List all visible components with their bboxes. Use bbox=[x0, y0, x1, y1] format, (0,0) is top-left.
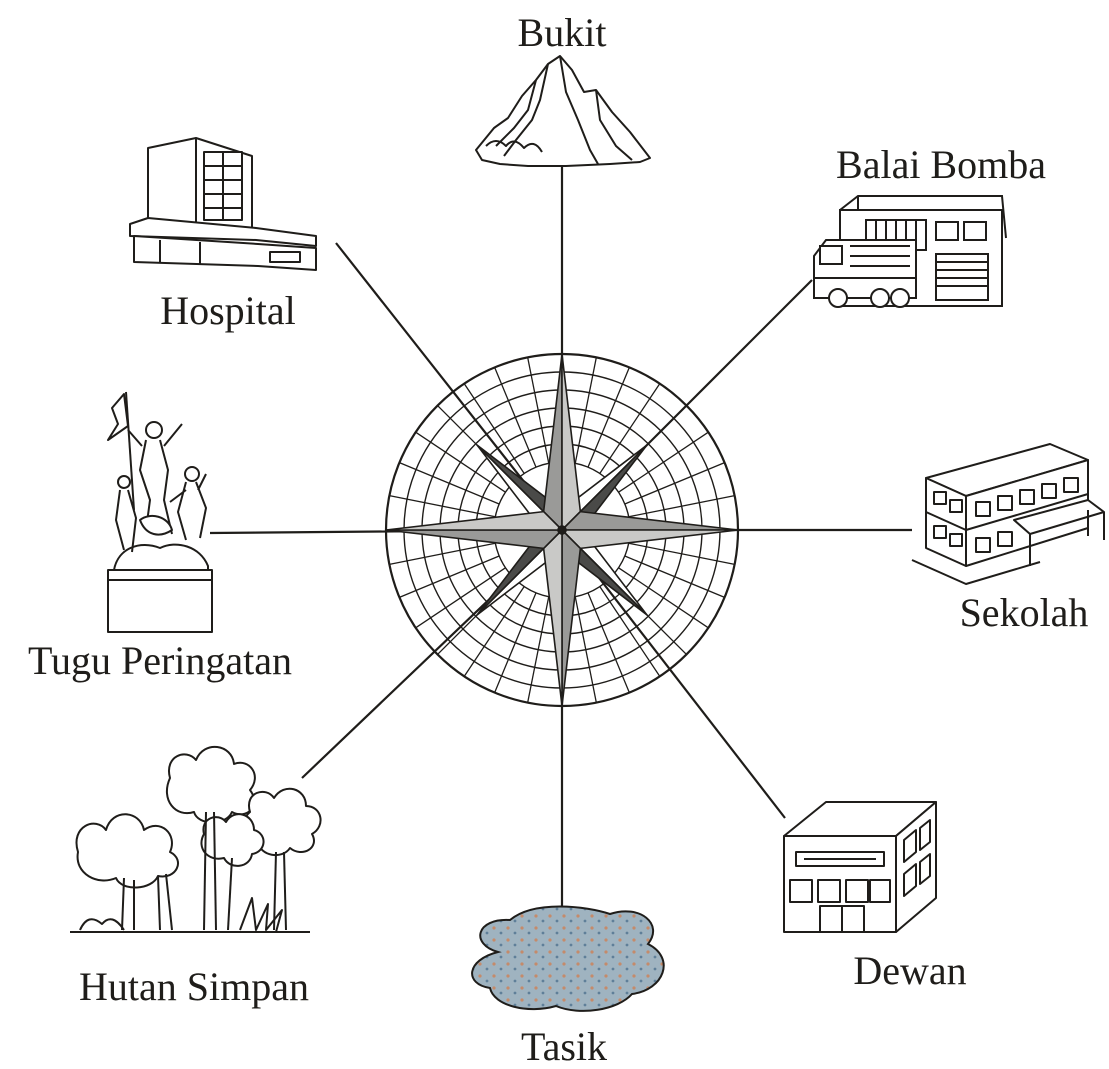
compass-spoke bbox=[588, 367, 629, 467]
forest-icon bbox=[70, 747, 321, 932]
lake-icon bbox=[472, 907, 664, 1011]
fire-station-icon bbox=[814, 196, 1006, 307]
label-hospital: Hospital bbox=[160, 288, 296, 333]
compass-spoke bbox=[625, 556, 725, 597]
compass-spoke bbox=[399, 556, 499, 597]
compass-point-major bbox=[544, 354, 562, 530]
monument-icon bbox=[108, 392, 212, 632]
label-hutan-simpan: Hutan Simpan bbox=[79, 964, 309, 1009]
label-tasik: Tasik bbox=[521, 1024, 607, 1069]
hall-icon bbox=[784, 802, 936, 932]
compass-rose bbox=[386, 354, 738, 706]
compass-point-major bbox=[544, 530, 562, 706]
compass-point-major bbox=[562, 354, 580, 530]
compass-point-major bbox=[386, 512, 562, 530]
compass-spoke bbox=[399, 463, 499, 504]
school-icon bbox=[912, 444, 1104, 584]
compass-point-major bbox=[386, 530, 562, 548]
label-sekolah: Sekolah bbox=[960, 590, 1089, 635]
label-bukit: Bukit bbox=[518, 10, 607, 55]
compass-spoke bbox=[625, 463, 725, 504]
compass-point-major bbox=[562, 530, 580, 706]
hospital-icon bbox=[130, 138, 316, 270]
label-dewan: Dewan bbox=[853, 948, 966, 993]
compass-point-major bbox=[562, 512, 738, 530]
compass-center bbox=[558, 526, 566, 534]
hill-icon bbox=[476, 56, 650, 166]
label-balai-bomba: Balai Bomba bbox=[836, 142, 1046, 187]
compass-spoke bbox=[495, 593, 536, 693]
compass-point-major bbox=[562, 530, 738, 548]
label-tugu-peringatan: Tugu Peringatan bbox=[28, 638, 292, 683]
